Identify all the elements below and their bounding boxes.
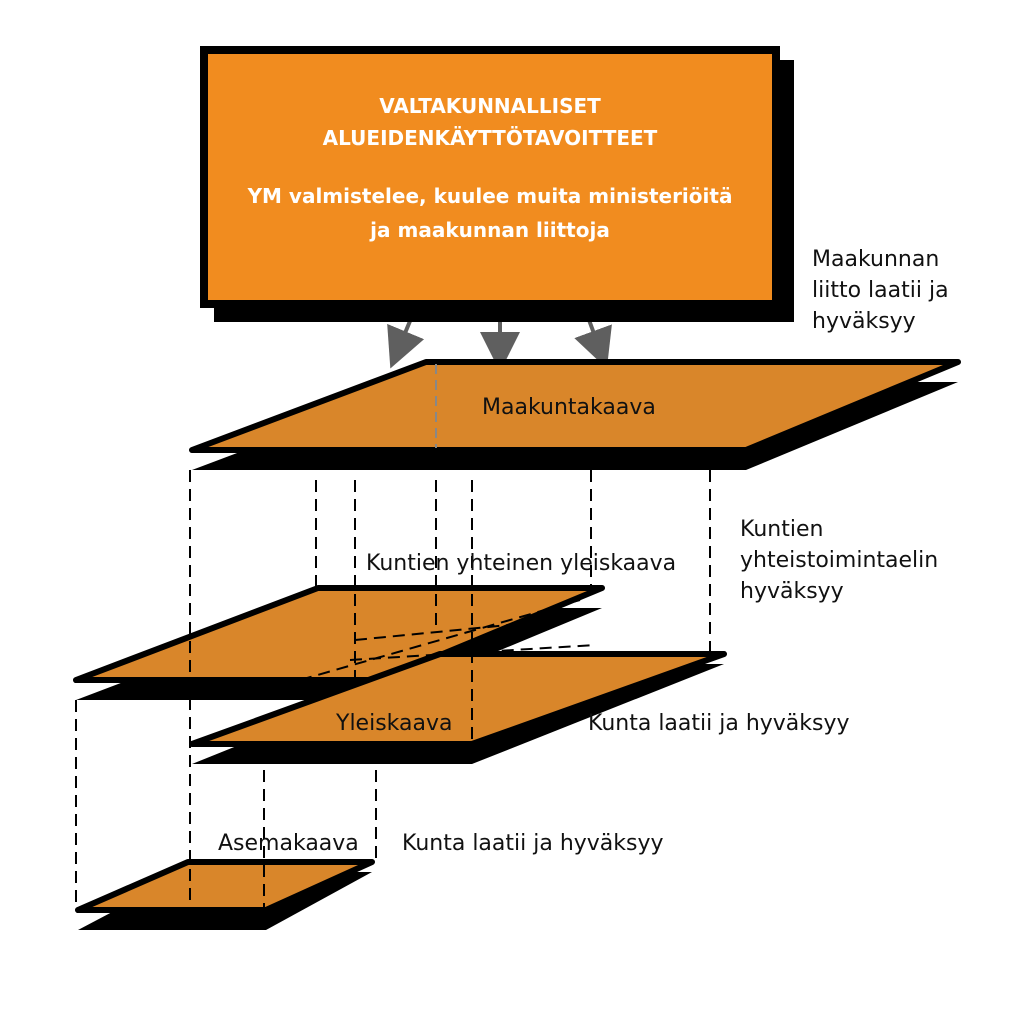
plane-yleiskaava [189, 651, 727, 764]
label-line: Kuntien [740, 517, 824, 542]
plane-label-yleiskaava: Yleiskaava [336, 711, 453, 736]
label-line: liitto laatii ja [812, 278, 949, 303]
national-guidelines-box: VALTAKUNNALLISET ALUEIDENKÄYTTÖTAVOITTEE… [200, 46, 780, 308]
box-description: YM valmistelee, kuulee muita ministeriöi… [208, 179, 772, 247]
box-desc-line: YM valmistelee, kuulee muita ministeriöi… [247, 184, 733, 208]
plane-label-maakuntakaava: Maakuntakaava [482, 395, 656, 420]
plane-maakuntakaava [189, 359, 961, 470]
label-line: hyväksyy [812, 309, 916, 334]
plane-asemakaava [75, 859, 375, 930]
plane-label-asemakaava: Asemakaava [218, 831, 359, 856]
label-line: hyväksyy [740, 579, 844, 604]
box-desc-line: ja maakunnan liittoja [370, 218, 610, 242]
asemakaava-approver-label: Kunta laatii ja hyväksyy [402, 831, 664, 856]
label-line: Maakunnan [812, 247, 940, 272]
projection-lines [75, 470, 711, 910]
plane-label-yhteinen-yleiskaava: Kuntien yhteinen yleiskaava [366, 551, 677, 576]
box-title-line: ALUEIDENKÄYTTÖTAVOITTEET [322, 126, 658, 150]
label-line: yhteistoimintaelin [740, 548, 939, 573]
box-title-line: VALTAKUNNALLISET [379, 94, 601, 118]
box-title: VALTAKUNNALLISET ALUEIDENKÄYTTÖTAVOITTEE… [208, 90, 772, 154]
yleiskaava-approver-label: Kunta laatii ja hyväksyy [588, 711, 850, 736]
kuntien-approver-label: Kuntien yhteistoimintaelin hyväksyy [740, 514, 938, 607]
maakunta-approver-label: Maakunnan liitto laatii ja hyväksyy [812, 244, 949, 337]
